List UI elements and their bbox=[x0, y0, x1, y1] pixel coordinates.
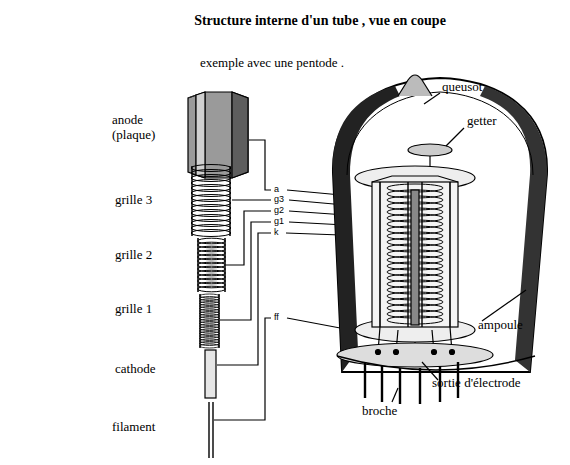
part-label: grille 2 bbox=[115, 248, 185, 263]
part-label: getter bbox=[467, 114, 527, 129]
part-label: cathode bbox=[115, 362, 185, 377]
part-label: sortie d'électrode bbox=[432, 376, 522, 391]
part-label: queusot bbox=[442, 80, 512, 95]
part-label: grille 1 bbox=[115, 302, 185, 317]
pin-letter: a bbox=[274, 184, 288, 194]
part-label: broche bbox=[362, 404, 422, 419]
pin-letter: g2 bbox=[274, 205, 290, 215]
part-label: filament bbox=[112, 420, 182, 435]
pin-letter: k bbox=[274, 227, 288, 237]
diagram-title: Structure interne d'un tube , vue en cou… bbox=[150, 13, 490, 29]
part-label: ampoule bbox=[478, 318, 548, 333]
part-label: anode (plaque) bbox=[112, 113, 174, 143]
part-label: exemple avec une pentode . bbox=[200, 56, 400, 71]
pin-letter: ff bbox=[274, 312, 288, 322]
pin-letter: g3 bbox=[274, 194, 290, 204]
part-label: grille 3 bbox=[115, 193, 185, 208]
pin-letter: g1 bbox=[274, 216, 290, 226]
